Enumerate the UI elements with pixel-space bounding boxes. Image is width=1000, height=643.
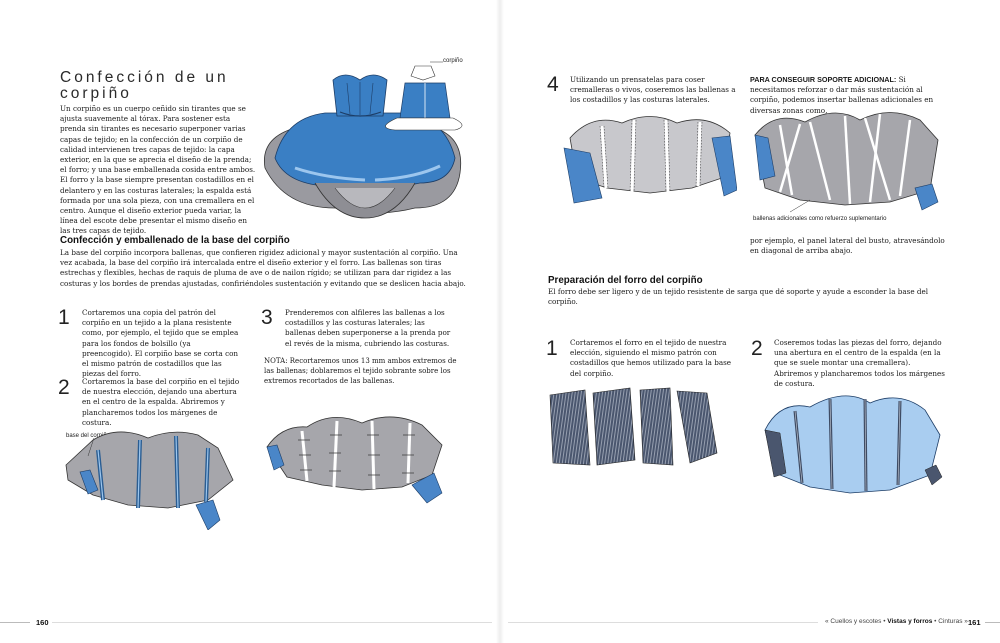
note-text: NOTA: Recortaremos unos 13 mm ambos extr… — [264, 357, 457, 385]
base-bodice-illustration — [65, 431, 234, 530]
forro-step-1-number: 1 — [546, 337, 558, 360]
step-1-number: 1 — [58, 306, 70, 329]
section-heading-forro: Preparación del forro del corpiño — [548, 275, 703, 286]
section-text-base: La base del corpiño incorpora ballenas, … — [60, 248, 466, 288]
figure-label-corpino: corpiño — [443, 58, 463, 64]
footer-rule-left-long — [52, 622, 492, 623]
step-2-number: 2 — [58, 376, 70, 399]
footer-next-chapter[interactable]: Cinturas » — [938, 618, 968, 625]
dress-illustration — [263, 61, 463, 219]
book-gutter — [496, 0, 504, 643]
page-number-left: 160 — [36, 618, 49, 627]
forro-step-1-text: Cortaremos el forro en el tejido de nues… — [570, 338, 732, 378]
lining-pieces-illustration — [549, 387, 718, 466]
step-3-text: Prenderemos con alfileres las ballenas a… — [285, 308, 451, 348]
section-text-forro: El forro debe ser ligero y de un tejido … — [548, 287, 929, 307]
sewn-lining-illustration — [764, 395, 943, 494]
step-3-number: 3 — [261, 306, 273, 329]
step-4-text: Utilizando un prensatelas para coser cre… — [570, 75, 736, 105]
footer-prev-chapter[interactable]: « Cuellos y escotes — [825, 618, 882, 625]
pinned-bones-illustration — [266, 416, 443, 504]
forro-step-2-number: 2 — [751, 337, 763, 360]
footer-rule-right-long — [508, 622, 818, 623]
support-text-continued: por ejemplo, el panel lateral del busto,… — [750, 236, 945, 256]
step-1-text: Cortaremos una copia del patrón del corp… — [82, 308, 239, 379]
footer-breadcrumb: « Cuellos y escotes • Vistas y forros • … — [825, 618, 968, 625]
figure-label-base: base del corpiño — [66, 433, 111, 439]
sewn-bones-illustration — [563, 116, 737, 204]
page-number-right: 161 — [968, 618, 981, 627]
section-heading-base: Confección y emballenado de la base del … — [60, 235, 290, 246]
step-4-number: 4 — [547, 73, 559, 96]
figure-label-ballenas: ballenas adicionales como refuerzo suple… — [753, 216, 887, 222]
footer-current-chapter: Vistas y forros — [887, 618, 933, 625]
step-2-text: Cortaremos la base del corpiño en el tej… — [82, 377, 240, 427]
support-paragraph: PARA CONSEGUIR SOPORTE ADICIONAL: Si nec… — [750, 75, 950, 116]
page-title: Confección de un corpiño — [60, 70, 250, 102]
footer-rule-left — [0, 622, 30, 623]
title-line-1: Confección de un — [60, 69, 229, 86]
additional-bones-illustration — [754, 112, 939, 213]
footer-rule-right — [985, 622, 1000, 623]
support-text: Si necesitamos reforzar o dar más susten… — [750, 75, 934, 115]
intro-paragraph: Un corpiño es un cuerpo ceñido sin tiran… — [60, 104, 256, 236]
forro-step-2-text: Coseremos todas las piezas del forro, de… — [774, 338, 945, 388]
support-heading: PARA CONSEGUIR SOPORTE ADICIONAL: — [750, 75, 897, 84]
title-line-2: corpiño — [60, 85, 132, 102]
